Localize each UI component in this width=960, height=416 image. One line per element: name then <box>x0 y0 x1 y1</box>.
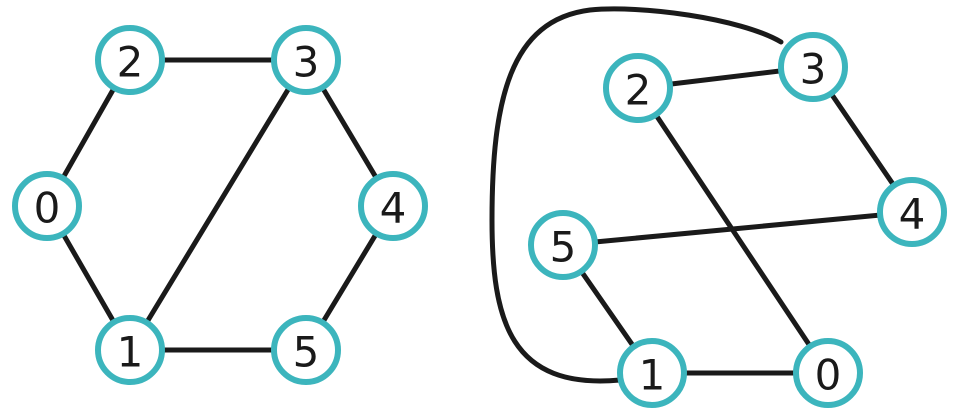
left-graph-edges <box>44 57 396 353</box>
right-node-0: 0 <box>793 338 863 408</box>
node-circle <box>271 315 341 385</box>
node-label: 0 <box>34 184 61 233</box>
node-circle <box>358 171 428 241</box>
right-edge-3-1 <box>489 6 784 384</box>
node-circle <box>528 210 598 280</box>
left-node-0: 0 <box>12 171 82 241</box>
left-node-5: 5 <box>271 315 341 385</box>
right-graph-edges <box>489 6 915 384</box>
right-node-1: 1 <box>617 338 687 408</box>
node-label: 3 <box>800 45 827 94</box>
node-circle <box>12 171 82 241</box>
right-node-4: 4 <box>877 177 947 247</box>
left-graph: 0 1 2 3 4 5 <box>12 25 428 385</box>
node-label: 5 <box>550 223 577 272</box>
left-edge-3-1 <box>127 57 309 353</box>
node-label: 3 <box>293 38 320 87</box>
right-node-2: 2 <box>603 53 673 123</box>
left-node-4: 4 <box>358 171 428 241</box>
right-graph-nodes: 0 1 2 3 4 5 <box>528 32 947 408</box>
right-graph: 0 1 2 3 4 5 <box>489 6 947 408</box>
node-circle <box>877 177 947 247</box>
node-label: 4 <box>380 184 407 233</box>
node-circle <box>793 338 863 408</box>
node-label: 2 <box>625 66 652 115</box>
left-node-2: 2 <box>95 25 165 95</box>
left-graph-nodes: 0 1 2 3 4 5 <box>12 25 428 385</box>
node-label: 1 <box>639 351 666 400</box>
node-label: 5 <box>293 328 320 377</box>
node-circle <box>95 25 165 95</box>
right-edge-5-4 <box>560 209 915 248</box>
node-label: 1 <box>117 328 144 377</box>
node-circle <box>95 315 165 385</box>
node-circle <box>778 32 848 102</box>
node-circle <box>617 338 687 408</box>
right-node-3: 3 <box>778 32 848 102</box>
node-label: 2 <box>117 38 144 87</box>
right-node-5: 5 <box>528 210 598 280</box>
node-circle <box>603 53 673 123</box>
left-node-1: 1 <box>95 315 165 385</box>
node-label: 4 <box>899 190 926 239</box>
left-node-3: 3 <box>271 25 341 95</box>
node-label: 0 <box>815 351 842 400</box>
node-circle <box>271 25 341 95</box>
